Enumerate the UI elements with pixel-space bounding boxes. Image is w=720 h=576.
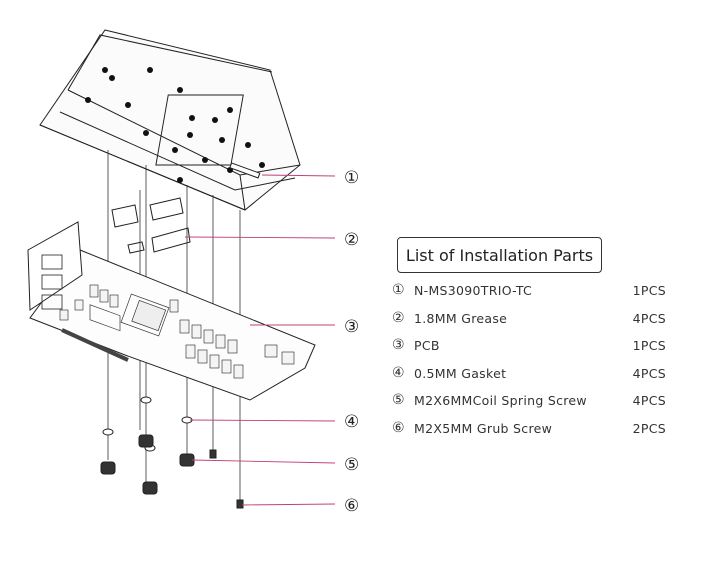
part-number: ⑤ bbox=[392, 392, 405, 408]
callout-1: ① bbox=[344, 168, 359, 188]
part-quantity: 4PCS bbox=[632, 365, 666, 381]
part-quantity: 2PCS bbox=[632, 420, 666, 436]
part-row: ⑤ M2X6MMCoil Spring Screw 4PCS bbox=[392, 392, 672, 420]
water-block bbox=[39, 29, 301, 211]
part-number: ④ bbox=[392, 364, 405, 381]
leader-lines bbox=[184, 174, 336, 506]
part-row: ③ PCB 1PCS bbox=[392, 337, 672, 365]
part-number: ② bbox=[392, 309, 405, 326]
callout-2: ② bbox=[344, 230, 359, 250]
part-number: ③ bbox=[392, 337, 405, 353]
part-quantity: 1PCS bbox=[632, 338, 666, 353]
part-name: PCB bbox=[414, 338, 440, 353]
screws-gaskets bbox=[100, 396, 244, 509]
part-number: ① bbox=[392, 282, 405, 298]
part-row: ⑥ M2X5MM Grub Screw 2PCS bbox=[392, 420, 672, 448]
part-row: ① N-MS3090TRIO-TC 1PCS bbox=[392, 282, 672, 310]
part-quantity: 4PCS bbox=[632, 310, 666, 326]
thermal-pads bbox=[111, 197, 191, 254]
part-row: ④ 0.5MM Gasket 4PCS bbox=[392, 365, 672, 393]
callout-6: ⑥ bbox=[344, 496, 359, 516]
parts-list: ① N-MS3090TRIO-TC 1PCS ② 1.8MM Grease 4P… bbox=[392, 282, 672, 447]
part-name: M2X6MMCoil Spring Screw bbox=[414, 393, 587, 408]
part-name: 0.5MM Gasket bbox=[414, 365, 507, 381]
part-name: N-MS3090TRIO-TC bbox=[414, 283, 533, 298]
part-quantity: 1PCS bbox=[632, 283, 666, 298]
part-number: ⑥ bbox=[392, 419, 405, 436]
parts-list-title: List of Installation Parts bbox=[397, 237, 602, 273]
part-quantity: 4PCS bbox=[632, 393, 666, 408]
part-row: ② 1.8MM Grease 4PCS bbox=[392, 310, 672, 338]
part-name: M2X5MM Grub Screw bbox=[414, 420, 553, 436]
part-name: 1.8MM Grease bbox=[414, 310, 508, 326]
callout-5: ⑤ bbox=[344, 455, 359, 475]
callout-3: ③ bbox=[344, 317, 359, 337]
pcb-board bbox=[27, 221, 316, 401]
callout-4: ④ bbox=[344, 412, 359, 432]
